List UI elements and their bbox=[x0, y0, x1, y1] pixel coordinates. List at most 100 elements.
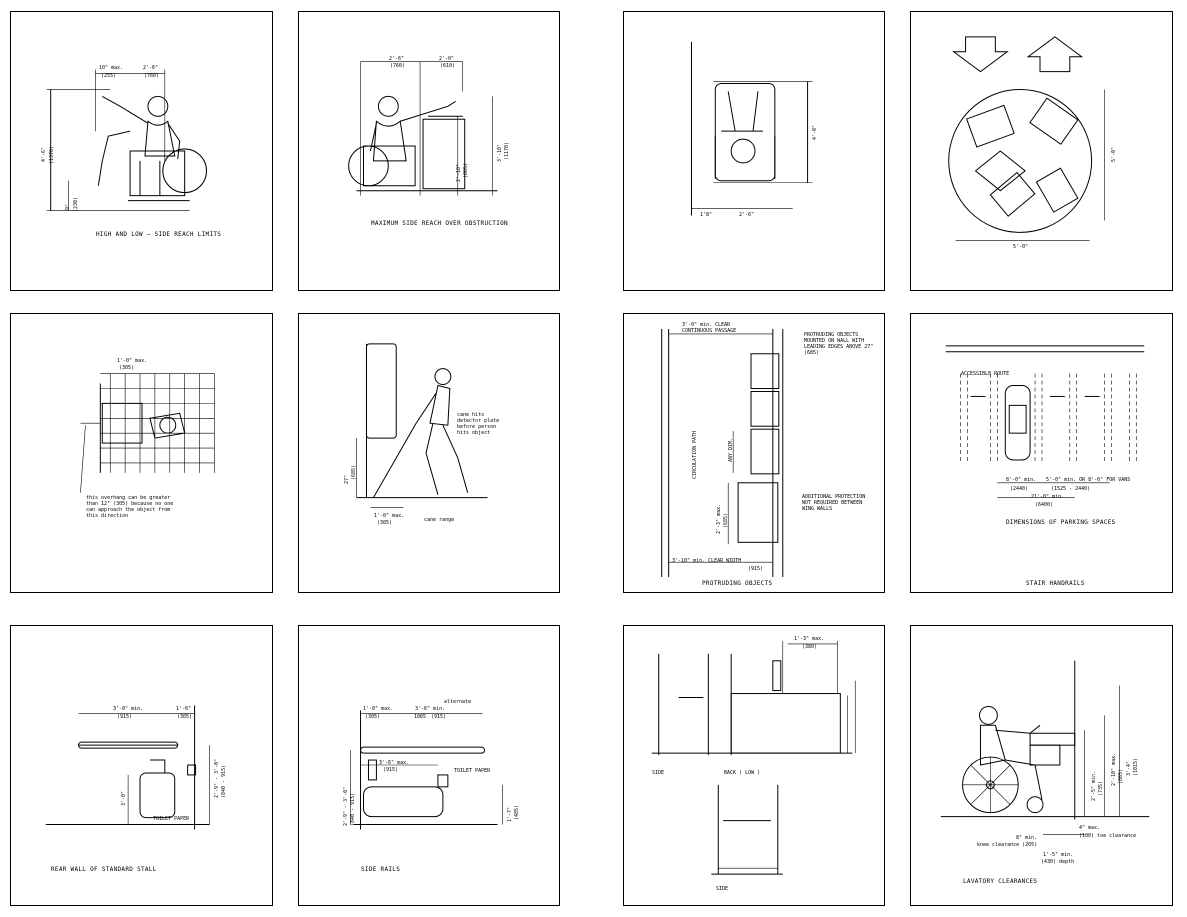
dim-1065: 1065 bbox=[414, 714, 427, 720]
dim-3ft4: 3'-4" bbox=[1126, 760, 1132, 776]
sheet-wheelchair-plan: 4'-0" 1'8" 2'-6" bbox=[623, 11, 885, 291]
dim-1015: (1015) bbox=[1133, 757, 1139, 776]
dim-380: (380) bbox=[802, 644, 818, 650]
dim-840-915: (840 - 915) bbox=[350, 792, 356, 826]
dim-305: (305) bbox=[365, 714, 381, 720]
depth-label: (430) depth bbox=[1041, 859, 1075, 865]
dim-2440: (2440) bbox=[1010, 486, 1029, 492]
dim-1ft7: 1'-7" bbox=[507, 806, 513, 822]
dim-6400: (6400) bbox=[1035, 502, 1054, 508]
sheet-caption: PROTRUDING OBJECTS bbox=[702, 580, 773, 587]
turning-circle-figure bbox=[948, 36, 1105, 241]
sheet-caption: DIMENSIONS OF PARKING SPACES bbox=[1006, 519, 1116, 526]
toe-clearance-label: (100) toe clearance bbox=[1079, 833, 1137, 839]
dim-2ft10: 2'-10" bbox=[456, 163, 462, 182]
dim-305: (305) bbox=[177, 714, 193, 720]
toilet-paper-label: TOILET PAPER bbox=[153, 816, 190, 822]
dim-915: (915) bbox=[431, 714, 447, 720]
cane-detection-figure bbox=[356, 343, 488, 508]
lavatory-clearances-figure bbox=[940, 660, 1150, 835]
sheet-side-rails: 1'-0" max. (305) 3'-6" min. 1065 (915) a… bbox=[298, 625, 560, 906]
side-rails-figure bbox=[350, 710, 503, 830]
dim-4ft0: 4'-0" bbox=[812, 124, 818, 140]
dim-915-b: (915) bbox=[383, 767, 399, 773]
counter-elevations-figure bbox=[651, 640, 856, 875]
up-arrow-icon bbox=[1026, 36, 1084, 73]
wheelchair-plan-figure bbox=[690, 41, 813, 216]
dim-1370: (1370) bbox=[49, 145, 55, 164]
sheet-turning-circle: 5'-0" 5'-0" bbox=[910, 11, 1173, 291]
dim-8in-min: 8" min. bbox=[1016, 835, 1038, 841]
dim-3ft6-min: 3'-6" min. bbox=[415, 706, 446, 712]
dim-3ft10: 3'-10" bbox=[497, 143, 503, 162]
side-label-2: SIDE bbox=[716, 886, 729, 892]
clear-passage-label: 3'-0" min. CLEAR CONTINUOUS PASSAGE bbox=[682, 322, 737, 334]
dim-2ft9-3ft0: 2'-9" - 3'-0" bbox=[343, 786, 349, 826]
dim-1ft5-min: 1'-5" min. bbox=[1043, 852, 1074, 858]
dim-1ft0-max: 1'-0" max. bbox=[374, 513, 405, 519]
dim-2ft9-3ft0: 2'-9" - 3'-0" bbox=[214, 758, 220, 798]
dim-10in-max: 10" max. bbox=[99, 65, 124, 71]
dim-485: (485) bbox=[514, 804, 520, 820]
dim-685: (685) bbox=[351, 464, 357, 480]
side-reach-obstruction-figure bbox=[348, 61, 498, 196]
dim-610: (610) bbox=[440, 63, 456, 69]
sheet-caption: REAR WALL OF STANDARD STALL bbox=[51, 866, 157, 873]
dim-27in: 27" bbox=[344, 474, 350, 484]
dim-255: (255) bbox=[101, 73, 117, 79]
sheet-lavatory-clearances: 8" min. knee clearance (205) 4" max. (10… bbox=[910, 625, 1173, 906]
dim-1ft6: 1'-6" bbox=[176, 706, 192, 712]
down-arrow-icon bbox=[952, 36, 1009, 73]
any-dim-label: ANY DIM. bbox=[728, 437, 734, 462]
side-reach-figure bbox=[46, 69, 207, 211]
stair-handrails-caption: STAIR HANDRAILS bbox=[1026, 580, 1085, 587]
accessible-route-label: ACCESSIBLE ROUTE bbox=[961, 371, 1010, 377]
dim-915: (915) bbox=[117, 714, 133, 720]
overhang-note: this overhang can be greater than 12" (3… bbox=[86, 495, 174, 519]
protruding-objects-figure bbox=[661, 328, 784, 578]
cane-note: cane hits detector plate before person h… bbox=[457, 412, 500, 436]
side-label: SIDE bbox=[652, 770, 665, 776]
sheet-side-reach-obstruction: 2'-6" (760) 2'-0" (610) 2'-10" (865) 3'-… bbox=[298, 11, 560, 291]
dim-5ft0-h: 5'-0" bbox=[1013, 244, 1029, 250]
dim-1ft8: 1'8" bbox=[700, 212, 713, 218]
dim-5ft0-v: 5'-0" bbox=[1111, 146, 1117, 162]
dim-2ft6: 2'-6" bbox=[739, 212, 755, 218]
protruding-note: PROTRUDING OBJECTS MOUNTED ON WALL WITH … bbox=[804, 332, 874, 356]
dim-735: (735) bbox=[1098, 780, 1104, 796]
dim-305: (305) bbox=[377, 520, 393, 526]
dim-865: (865) bbox=[1118, 768, 1124, 784]
sheet-side-reach-limits: 10" max. (255) 2'-6" (760) 4'-6" (1370) … bbox=[10, 11, 273, 291]
dim-305: (305) bbox=[119, 365, 135, 371]
sheet-caption: SIDE RAILS bbox=[361, 866, 401, 873]
dim-4in-max: 4" max. bbox=[1079, 825, 1101, 831]
wing-walls-note: ADDITIONAL PROTECTION NOT REQUIRED BETWE… bbox=[802, 494, 866, 512]
dim-1ft3-max: 1'-3" max. bbox=[794, 636, 825, 642]
dim-1ft0-max: 1'-0" max. bbox=[363, 706, 394, 712]
toilet-paper-label: TOILET PAPER bbox=[454, 768, 491, 774]
dim-840-915: (840 - 915) bbox=[221, 764, 227, 798]
dim-2ft5-min: 2'-5" min. bbox=[1091, 770, 1097, 801]
dim-8ft0-min: 8'-0" min. bbox=[1006, 477, 1037, 483]
circulation-path-label: CIRCULATION PATH bbox=[692, 430, 698, 479]
back-low-label: BACK ( LOW ) bbox=[724, 770, 761, 776]
overhang-figure bbox=[80, 373, 215, 493]
sheet-cane-detection: 27" (685) 1'-0" max. (305) cane range ca… bbox=[298, 313, 560, 593]
dim-760: (760) bbox=[144, 73, 160, 79]
dim-2ft3-max: 2'-3" max. bbox=[716, 503, 722, 534]
sheet-caption: HIGH AND LOW — SIDE REACH LIMITS bbox=[96, 231, 222, 238]
dim-1525-2440: (1525 - 2440) bbox=[1051, 486, 1091, 492]
dim-3ft0-min: 3'-0" min. bbox=[113, 706, 144, 712]
dim-865: (865) bbox=[463, 162, 469, 178]
sheet-caption: MAXIMUM SIDE REACH OVER OBSTRUCTION bbox=[371, 220, 508, 227]
dim-685: (685) bbox=[723, 512, 729, 528]
cane-range-label: cane range bbox=[424, 517, 455, 523]
dim-2ft6: 2'-6" bbox=[389, 56, 405, 62]
knee-clearance-label: knee clearance (205) bbox=[977, 842, 1038, 848]
dim-230: (230) bbox=[73, 196, 79, 212]
dim-2ft10-max: 2'-10" max. bbox=[1111, 752, 1117, 786]
dim-2ft0: 2'-0" bbox=[439, 56, 455, 62]
sheet-rear-wall-stall: 3'-0" min. (915) 1'-6" (305) TOILET PAPE… bbox=[10, 625, 273, 906]
dim-2ft6: 2'-6" bbox=[143, 65, 159, 71]
sheet-overhang: 1'-0" max. (305) this overhang can be gr… bbox=[10, 313, 273, 593]
